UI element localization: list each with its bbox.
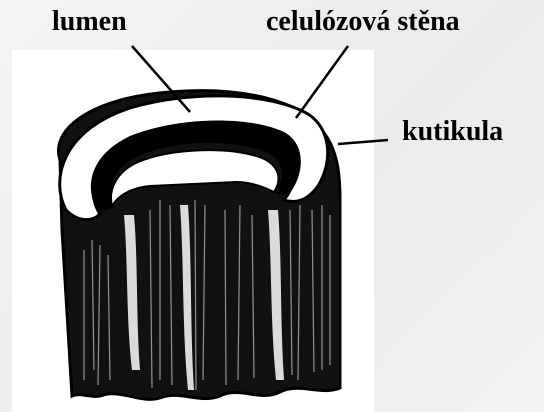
label-lumen: lumen [52,8,127,36]
label-cellulose-wall: celulózová stěna [266,8,460,36]
leader-line-cell-wall [296,46,348,118]
label-cuticle: kutikula [402,118,503,146]
leader-line-cuticle [338,140,388,144]
